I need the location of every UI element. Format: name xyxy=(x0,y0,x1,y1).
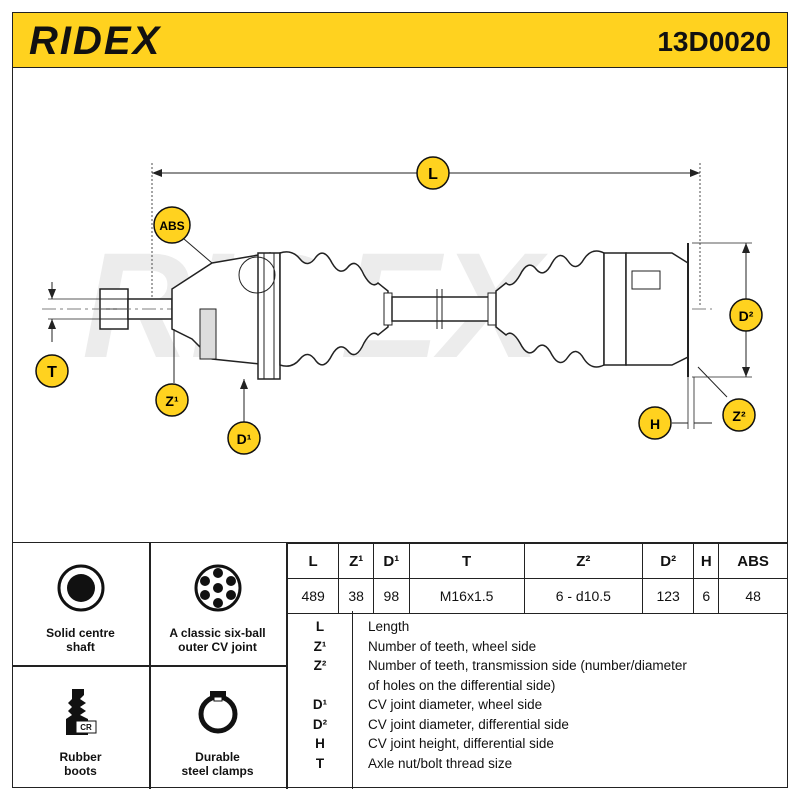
abs-ring xyxy=(199,308,217,360)
spec-value: 38 xyxy=(338,578,375,614)
spec-header: L xyxy=(286,543,340,579)
label-Z1: Z¹ xyxy=(165,393,179,409)
feature-label-six-ball: A classic six-ball outer CV joint xyxy=(169,626,266,654)
outer-cv-joint xyxy=(171,252,271,366)
badge-Z1 xyxy=(155,383,189,417)
six-ball-joint-icon xyxy=(194,564,241,612)
spec-value: 48 xyxy=(718,578,788,614)
label-H: H xyxy=(650,416,660,432)
info-section: Solid centre shaft A classic six-ball ou… xyxy=(12,542,788,789)
svg-text:CR: CR xyxy=(80,723,92,732)
brand-logo: RIDEX xyxy=(29,19,162,63)
outer-boot xyxy=(279,251,389,367)
badge-D2 xyxy=(729,298,763,332)
part-number: 13D0020 xyxy=(657,26,771,57)
label-L: L xyxy=(428,166,438,183)
spec-value: M16x1.5 xyxy=(408,578,525,614)
steel-clamp-icon xyxy=(198,691,237,734)
feature-solid-shaft: Solid centre shaft xyxy=(12,561,149,654)
spec-header: Z² xyxy=(523,543,644,579)
feature-label-rubber-boots: Rubber boots xyxy=(59,750,102,778)
spec-value: 6 - d10.5 xyxy=(523,578,644,614)
badge-D1 xyxy=(227,421,261,455)
spec-header: ABS xyxy=(718,543,788,579)
clamp-outer xyxy=(383,292,393,326)
legend-row: of holes on the differential side) xyxy=(368,677,556,693)
spec-header: T xyxy=(408,543,525,579)
spec-value: 98 xyxy=(373,578,410,614)
drive-shaft-diagram: RIDEX L ABS T xyxy=(35,156,763,455)
feature-steel-clamps: Durable steel clamps xyxy=(149,685,286,778)
badge-T xyxy=(35,354,69,388)
header-bar: RIDEX 13D0020 xyxy=(12,12,788,68)
feature-six-ball: A classic six-ball outer CV joint xyxy=(149,561,286,654)
spec-value: 6 xyxy=(693,578,720,614)
spec-header: D² xyxy=(642,543,695,579)
spec-value-row: 489 38 98 M16x1.5 6 - d10.5 123 6 48 xyxy=(286,578,788,614)
badge-ABS xyxy=(153,206,191,244)
spec-header: H xyxy=(693,543,720,579)
feature-label-solid-shaft: Solid centre shaft xyxy=(46,626,115,654)
label-D1: D¹ xyxy=(237,431,252,447)
clamp-inner xyxy=(487,292,497,326)
solid-shaft-icon xyxy=(57,564,104,612)
label-D2: D² xyxy=(739,308,754,324)
label-Z2: Z² xyxy=(732,408,746,424)
label-ABS: ABS xyxy=(159,219,184,233)
technical-drawing: RIDEX L ABS T xyxy=(12,67,788,543)
badge-Z2 xyxy=(722,398,756,432)
feature-label-steel-clamps: Durable steel clamps xyxy=(181,750,254,778)
spec-header: D¹ xyxy=(373,543,410,579)
spec-table: L Z¹ D¹ T Z² D² H ABS 489 38 98 M16x1.5 … xyxy=(286,543,788,614)
label-T: T xyxy=(47,364,57,381)
spec-value: 123 xyxy=(642,578,695,614)
spec-header-row: L Z¹ D¹ T Z² D² H ABS xyxy=(286,543,788,579)
rubber-boot-icon: CR xyxy=(65,689,96,735)
badge-L xyxy=(416,156,450,190)
spec-value: 489 xyxy=(286,578,340,614)
badge-H xyxy=(638,406,672,440)
feature-rubber-boots: CR Rubber boots xyxy=(12,685,149,778)
spec-header: Z¹ xyxy=(338,543,375,579)
inner-cv-joint xyxy=(603,252,627,366)
